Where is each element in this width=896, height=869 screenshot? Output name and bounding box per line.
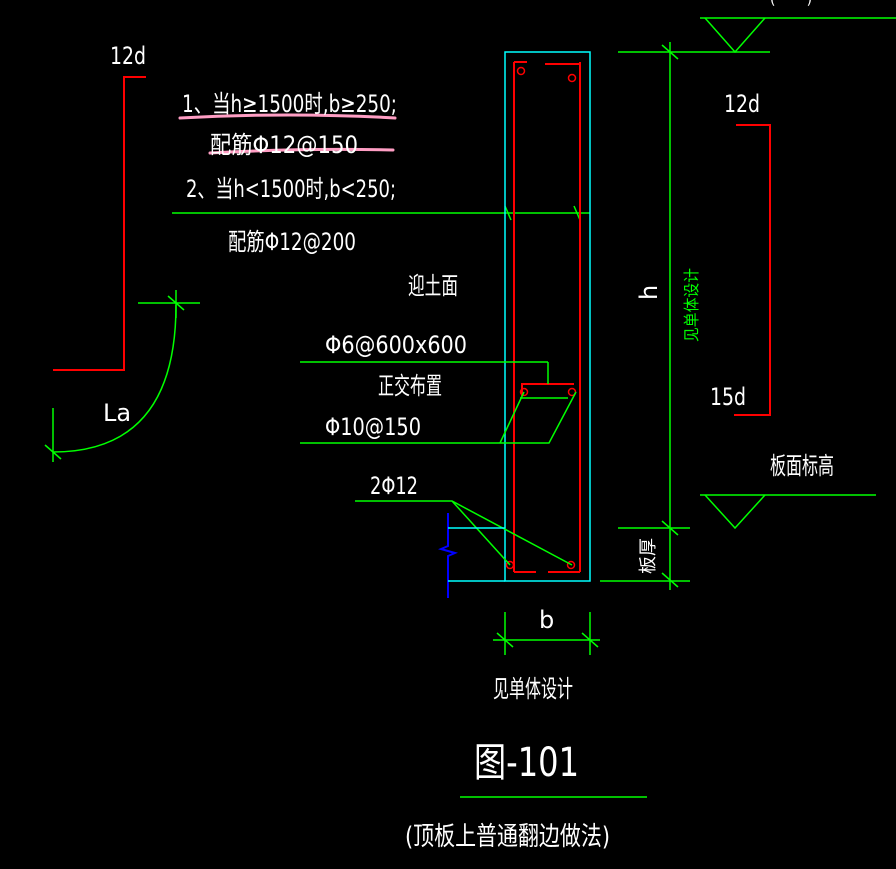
rebar-dot [516, 66, 526, 76]
phi10-leader [300, 391, 577, 444]
wall-rebar-cage [513, 61, 581, 573]
label-see-unit-vertical: 见单体设计 [682, 268, 701, 342]
note-1: 1、当h≥1500时,b≥250; [182, 90, 397, 118]
height-dimension [600, 42, 690, 590]
label-la: La [103, 399, 131, 427]
left-anchorage-rebar [53, 76, 146, 371]
label-phi10: Φ10@150 [325, 413, 421, 441]
right-rebar-detail [734, 124, 771, 416]
rebar-dots [505, 66, 577, 570]
label-see-unit: 见单体设计 [493, 675, 573, 703]
top-elevation-marker [618, 17, 896, 54]
label-orthogonal: 正交布置 [378, 372, 442, 400]
la-arc-dimension [44, 290, 200, 462]
figure-subtitle: (顶板上普通翻边做法) [405, 822, 610, 852]
label-15d: 15d [710, 383, 746, 411]
label-soil-face: 迎土面 [408, 272, 458, 300]
note-1-rebar: 配筋Φ12@150 [210, 131, 358, 159]
label-h: h [635, 285, 663, 300]
2phi12-leader [355, 500, 573, 566]
note-highlight [178, 113, 397, 155]
wall-concrete-outline [504, 51, 591, 582]
note-2-rebar: 配筋Φ12@200 [228, 228, 356, 256]
note-2: 2、当h<1500时,b<250; [186, 175, 396, 203]
label-phi6: Φ6@600x600 [325, 331, 467, 359]
label-slab-thickness: 板厚 [638, 538, 659, 574]
label-slab-elevation: 板面标高 [770, 452, 834, 480]
top-cut-text: ( · · · ) [770, 0, 812, 8]
rebar-dot [505, 560, 515, 570]
label-12d-left: 12d [110, 42, 146, 70]
label-2phi12: 2Φ12 [370, 472, 418, 500]
rebar-dot [519, 387, 529, 397]
label-12d-right: 12d [724, 90, 760, 118]
notes-leader-line [172, 205, 590, 221]
figure-title: 图-101 [474, 740, 579, 786]
slab-break-line [438, 513, 458, 598]
label-b: b [539, 606, 554, 634]
rebar-dot [566, 560, 576, 570]
rebar-dot [567, 73, 577, 83]
width-dimension [493, 612, 600, 655]
slab-elevation-marker [700, 494, 876, 530]
